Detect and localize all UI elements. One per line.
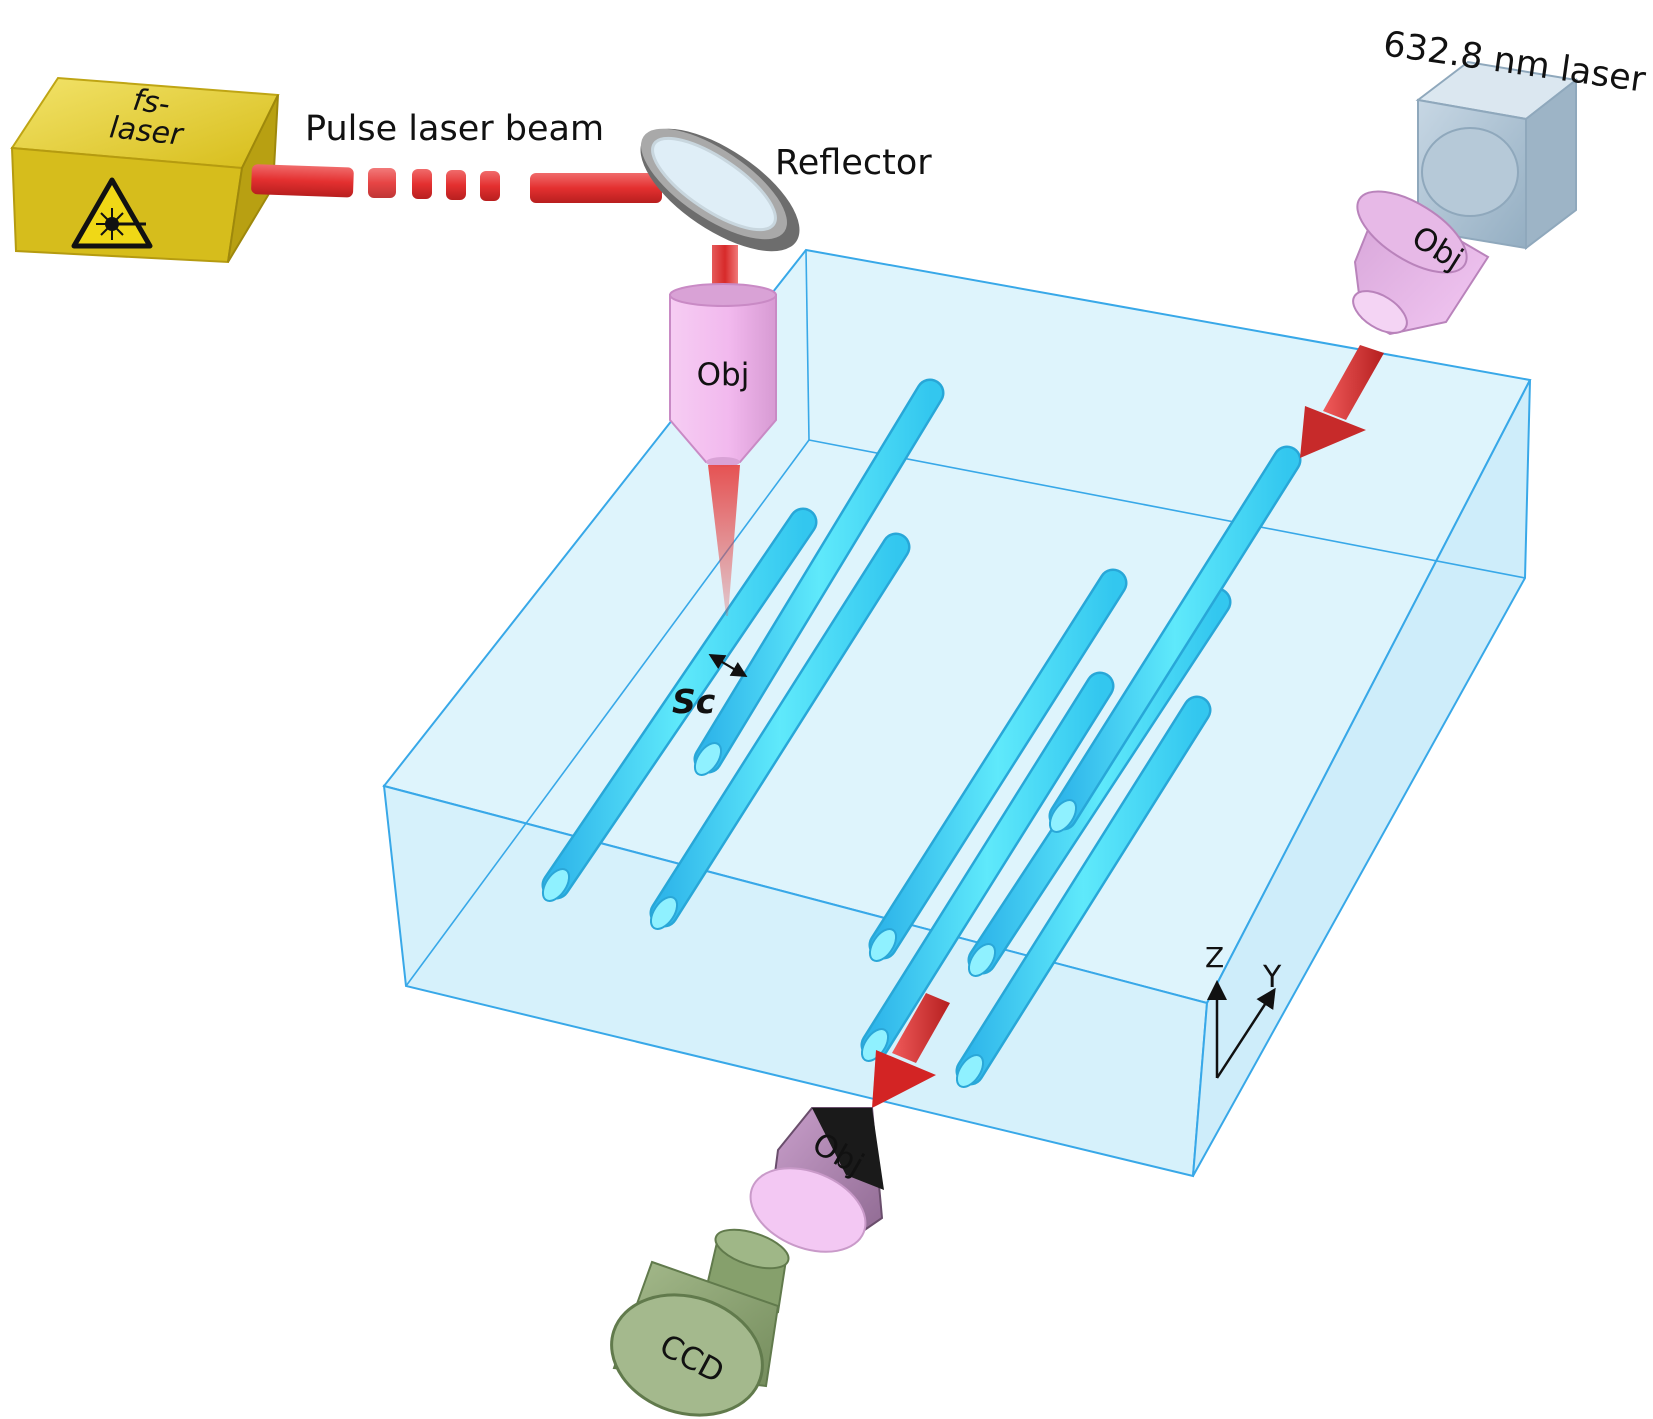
reflector-label: Reflector [775, 143, 932, 183]
pulse-laser-beam [251, 164, 662, 203]
focused-laser-cone [708, 465, 740, 616]
waveguide [649, 532, 911, 930]
crystal-back-edge [405, 439, 810, 987]
waveguide [1048, 445, 1302, 833]
waveguide [955, 695, 1212, 1088]
probe-objective-lens: Obj [1352, 190, 1490, 336]
crystal-back-edge [805, 249, 810, 441]
ccd-camera: CCD [610, 1228, 790, 1417]
axis-z-label: Z [1205, 941, 1224, 974]
probe-laser-source [1415, 60, 1579, 251]
waveguide [693, 378, 945, 776]
writing-objective-lens: Obj [669, 283, 777, 467]
beam-direction-arrow-icon [1300, 345, 1384, 458]
crystal-back-edge [808, 439, 1526, 579]
writing-objective-label: Obj [697, 357, 750, 393]
pulse-laser-beam-label: Pulse laser beam [305, 109, 604, 149]
axis-y-label: Y [1262, 960, 1282, 995]
laser-hazard-icon [71, 177, 153, 249]
fs-laser-label-line1: fs- [131, 83, 173, 123]
spacing-label: Sc [672, 682, 716, 721]
waveguide-spacing-marker: Sc [672, 653, 748, 721]
waveguide [541, 507, 818, 902]
crystal-sample [382, 248, 1532, 1178]
fs-laser-source: fs- laser [10, 76, 280, 264]
fs-laser-label-line2: laser [108, 110, 186, 153]
waveguide [868, 568, 1128, 962]
coordinate-axes: Z Y [1205, 941, 1282, 1079]
imaging-objective-lens: Obj [749, 1107, 884, 1253]
waveguide-array [541, 378, 1302, 1088]
beam-direction-arrow-icon [872, 993, 950, 1108]
